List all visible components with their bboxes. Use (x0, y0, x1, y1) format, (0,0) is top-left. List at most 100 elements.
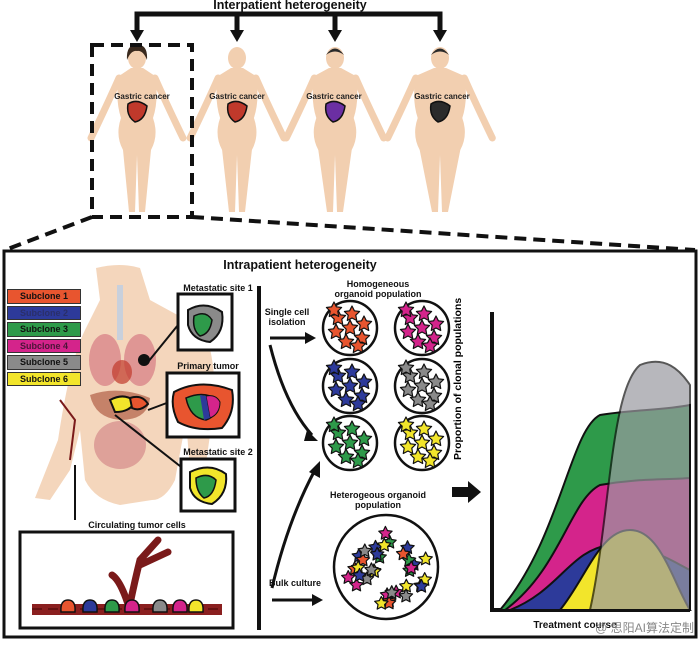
homogeneous-well-3 (321, 357, 379, 415)
patient-tumor (429, 100, 451, 123)
intestines (94, 421, 146, 469)
callout-line (114, 414, 186, 471)
organoid-cell (341, 434, 359, 451)
patient-head (128, 47, 146, 69)
organoid-cell (341, 377, 359, 394)
circulating-tumor-cell (172, 599, 188, 613)
patient-right-arm (352, 74, 388, 142)
patient-3 (282, 47, 388, 212)
zoom-line-right (191, 215, 696, 252)
patient-tumor (126, 100, 148, 123)
patient-figures (87, 44, 496, 212)
primary-tumor-marker (128, 395, 150, 411)
organoid-cell (397, 359, 415, 376)
organoid-cell (399, 438, 417, 455)
primary-subclone-pink (205, 395, 221, 419)
organoid-wells (321, 299, 451, 621)
circulating-tumor-cell (60, 599, 76, 613)
organoid-cell (364, 562, 379, 577)
organoid-cell (399, 381, 417, 398)
organoid-cell (325, 301, 343, 318)
organoid-cell (403, 560, 419, 575)
organoid-cell (349, 337, 367, 354)
organoid-cell (349, 452, 367, 469)
circulating-tumor-cell (82, 599, 98, 613)
bracket-arrowheads (130, 30, 447, 42)
patient-right-arm (252, 74, 288, 142)
y-axis-label: Proportion of clonal populations (452, 297, 464, 460)
homogeneous-well-2 (393, 299, 451, 357)
organoid-cell (327, 323, 345, 340)
legend-subclone-1: Subclone 1 (7, 289, 81, 304)
patient-hair (431, 48, 449, 55)
homogeneous-well-5 (321, 414, 379, 472)
primary-subclone-blue (200, 395, 210, 420)
metastatic-site-2-label: Metastatic site 2 (183, 447, 253, 457)
legend-subclone-6: Subclone 6 (7, 371, 81, 386)
legend-subclone-2: Subclone 2 (7, 305, 81, 320)
organoid-cell (415, 420, 433, 437)
organoid-cell (369, 546, 385, 561)
organoid-cell (421, 337, 439, 354)
x-axis-label: Treatment course (533, 620, 617, 631)
patient-4-label: Gastric cancer (414, 92, 470, 101)
organoid-cell (343, 363, 361, 380)
result-arrow (452, 481, 481, 503)
metastatic-site-1-marker (138, 354, 150, 366)
circulating-tumor-cell (124, 599, 140, 613)
patient-tumor (324, 100, 346, 123)
organoid-cell (378, 525, 393, 540)
organoid-cell (355, 373, 373, 390)
organoid-cell (415, 363, 433, 380)
organoid-cell (384, 585, 399, 599)
organoid-cell (397, 416, 415, 433)
intrapatient-title: Intrapatient heterogeneity (223, 258, 377, 272)
site-2-subclone (195, 474, 217, 499)
organoid-cell (421, 395, 439, 412)
heterogeneous-well (332, 513, 440, 621)
tumor-sites (108, 292, 241, 513)
circulating-label: Circulating tumor cells (88, 520, 186, 530)
legend-subclone-5: Subclone 5 (7, 355, 81, 370)
watermark: @ 思阳AI算法定制 (595, 621, 694, 635)
metastatic-site-1-label: Metastatic site 1 (183, 283, 253, 293)
patient-hair (126, 44, 148, 60)
well-outline (332, 513, 440, 621)
patient-anatomy (35, 265, 215, 520)
organoid-cell (398, 588, 414, 603)
homogeneous-well-1 (321, 299, 379, 357)
organoid-cell (409, 448, 427, 465)
patient-torso (414, 68, 466, 212)
organoid-cell (349, 395, 367, 412)
zoom-line-left (4, 215, 93, 252)
organoid-cell (399, 323, 417, 340)
organoid-cell (414, 578, 429, 593)
organoid-cell (377, 537, 392, 552)
interpatient-bracket (134, 11, 443, 30)
patient-torso (216, 68, 258, 212)
patient-4 (384, 47, 496, 212)
homogeneous-label: Homogeneous organoid population (334, 279, 422, 300)
patient-left-arm (186, 74, 222, 142)
patient-2 (186, 47, 288, 212)
clonal-proportion-chart (490, 312, 692, 612)
patient-head (228, 47, 246, 69)
organoid-cell (397, 301, 415, 318)
single-cell-label: Single cell isolation (264, 307, 310, 328)
patient-right-arm (460, 74, 496, 142)
organoid-cell (427, 315, 445, 332)
legend-subclone-4: Subclone 4 (7, 338, 81, 353)
organoid-cell (343, 420, 361, 437)
callout-line (147, 324, 179, 363)
selected-patient-box (90, 43, 194, 219)
area-subclone-5 (588, 360, 691, 611)
subclone-legend: Subclone 1 Subclone 2 Subclone 3 Subclon… (7, 289, 81, 388)
organoid-cell (327, 381, 345, 398)
patient-left-arm (282, 74, 318, 142)
organoid-cell (355, 430, 373, 447)
organoid-cell (337, 333, 355, 350)
organoid-cell (413, 434, 431, 451)
heart (112, 360, 132, 384)
